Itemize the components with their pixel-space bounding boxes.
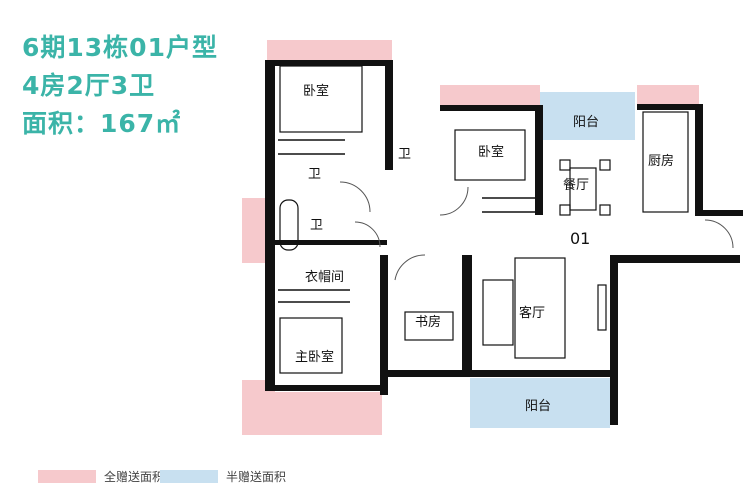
- wall-east-top: [695, 104, 703, 216]
- wall-mid-east: [535, 105, 543, 215]
- plan-title: 6期13栋01户型: [22, 33, 218, 62]
- floor-west-wing: [275, 62, 385, 392]
- half-bonus-balcony-bottom: [470, 378, 610, 428]
- half-bonus-balcony-top: [540, 92, 635, 140]
- room-summary: 4房2厅3卫: [22, 71, 156, 100]
- wall-top-left: [265, 60, 393, 66]
- label-study: 书房: [415, 314, 441, 330]
- label-bathroom-1: 卫: [308, 167, 321, 182]
- door-swings: [339, 181, 734, 281]
- living-furniture: [482, 257, 607, 359]
- label-living: 客厅: [519, 305, 545, 321]
- dining-set: [559, 159, 611, 216]
- label-unit-number: 01: [570, 229, 590, 248]
- wall-bottom-mid: [388, 370, 610, 377]
- rug: [514, 257, 566, 359]
- bed-master: [279, 317, 343, 374]
- label-closet: 衣帽间: [305, 269, 344, 285]
- legend-half-bonus: 半赠送面积: [160, 467, 286, 485]
- study-desk: [404, 311, 454, 341]
- label-bathroom-3: 卫: [310, 218, 323, 233]
- legend-half-bonus-label: 半赠送面积: [226, 469, 287, 484]
- legend-swatch-pink: [38, 469, 96, 483]
- label-dining: 餐厅: [563, 177, 589, 193]
- full-bonus-top-right: [637, 85, 699, 105]
- wall-top-right: [637, 104, 699, 110]
- bed-top: [279, 65, 363, 133]
- beds: [279, 65, 526, 374]
- wall-west: [265, 60, 275, 390]
- legend-full-bonus-label: 全赠送面积: [104, 469, 165, 484]
- legend-swatch-blue: [160, 469, 218, 483]
- wall-east-bottom: [610, 255, 618, 425]
- full-bonus-top-left: [267, 40, 392, 62]
- label-kitchen: 厨房: [648, 153, 674, 169]
- wall-east-entry: [703, 210, 743, 216]
- wall-bottom-left: [265, 385, 388, 391]
- label-bedroom-top: 卧室: [303, 83, 329, 99]
- label-balcony-top: 阳台: [573, 115, 599, 130]
- full-bonus-top-mid: [440, 85, 540, 107]
- sofa: [482, 279, 514, 346]
- wardrobes: [278, 139, 535, 303]
- area-text: 面积：167㎡: [22, 109, 182, 138]
- kitchen-counter: [642, 111, 689, 213]
- legend-full-bonus: 全赠送面积: [38, 467, 164, 485]
- bathtub: [279, 199, 299, 251]
- walls: [265, 60, 743, 425]
- label-master-bedroom: 主卧室: [295, 349, 334, 365]
- wall-top-mid: [440, 105, 540, 111]
- wall-west-inner-bottom: [380, 255, 388, 395]
- label-bedroom-mid: 卧室: [478, 144, 504, 160]
- label-balcony-bottom: 阳台: [525, 399, 551, 414]
- wall-west-inner-top: [385, 60, 393, 170]
- bed-mid: [454, 129, 526, 181]
- wall-east-mid: [610, 255, 740, 263]
- wall-closet-top: [272, 240, 387, 245]
- wall-study-living: [462, 255, 472, 375]
- label-bathroom-2: 卫: [398, 147, 411, 162]
- tv-cabinet: [597, 284, 607, 331]
